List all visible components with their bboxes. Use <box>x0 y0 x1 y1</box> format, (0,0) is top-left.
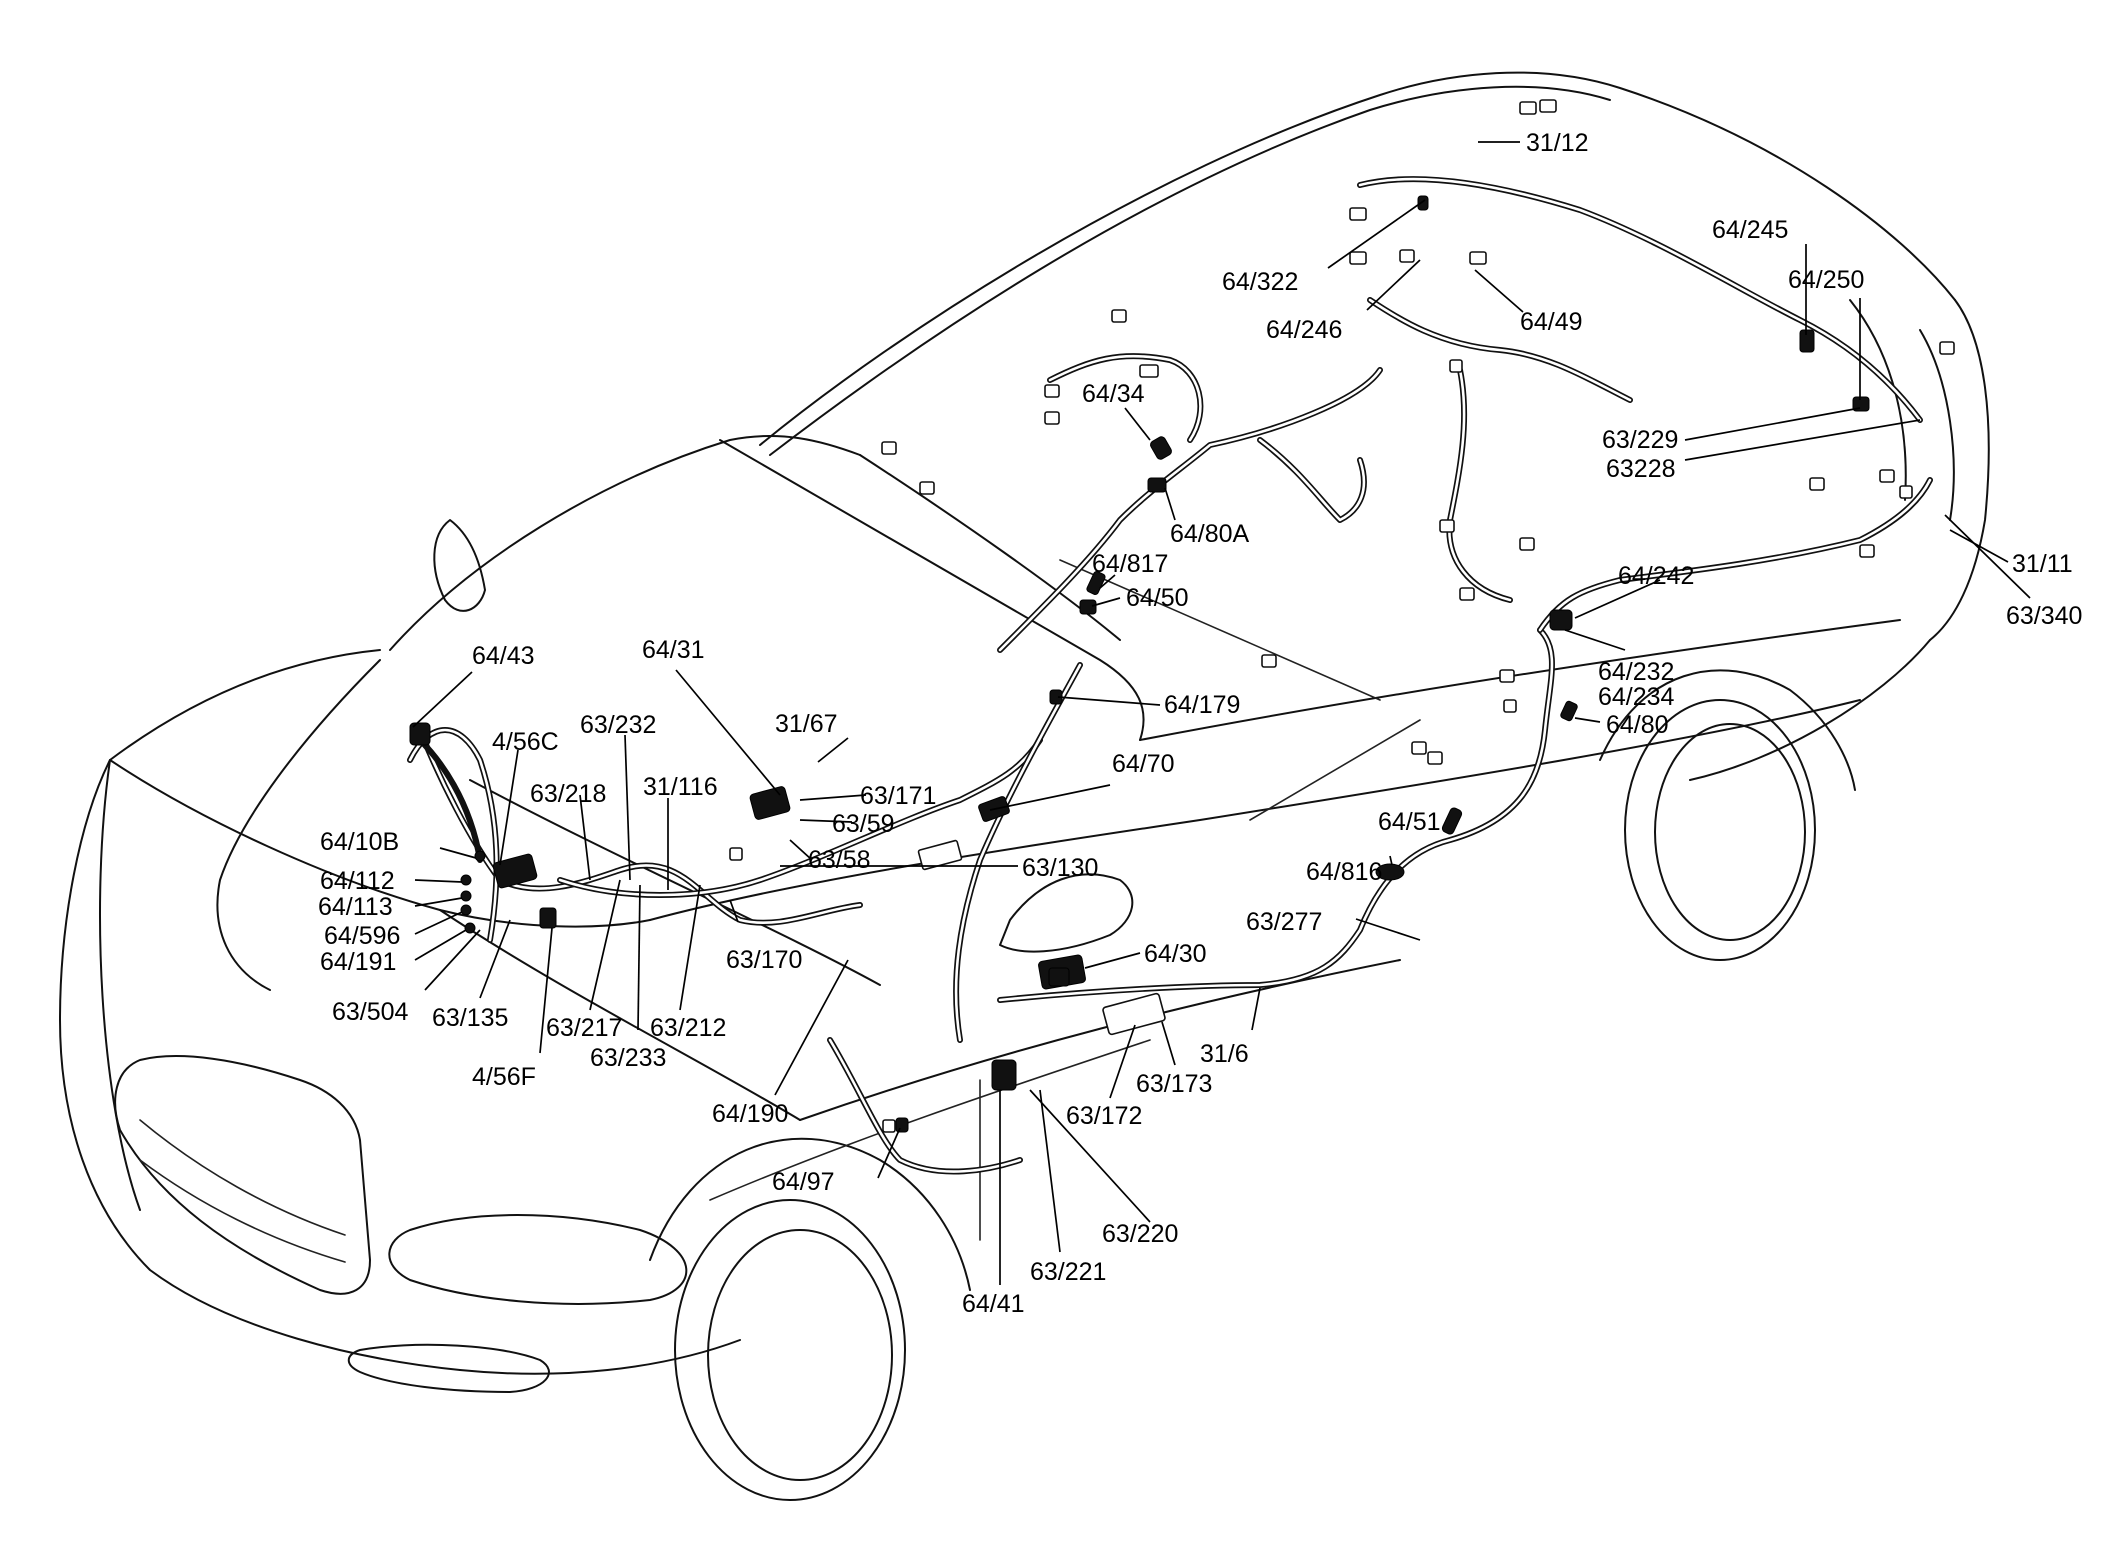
label-64-30: 64/30 <box>1144 940 1207 968</box>
label-63-233: 63/233 <box>590 1044 666 1072</box>
label-64-246: 64/246 <box>1266 316 1342 344</box>
label-63-173: 63/173 <box>1136 1070 1212 1098</box>
label-63-135: 63/135 <box>432 1004 508 1032</box>
label-64-245: 64/245 <box>1712 216 1788 244</box>
label-31-11: 31/11 <box>2012 550 2073 578</box>
label-63-217: 63/217 <box>546 1014 622 1042</box>
label-64-190: 64/190 <box>712 1100 788 1128</box>
label-64-113: 64/113 <box>318 893 393 921</box>
label-64-80a: 64/80A <box>1170 520 1250 548</box>
label-64-232: 64/232 <box>1598 658 1674 686</box>
label-63-172: 63/172 <box>1066 1102 1142 1130</box>
label-64-596: 64/596 <box>324 922 400 950</box>
label-63-59: 63/59 <box>832 810 895 838</box>
label-64-80: 64/80 <box>1606 711 1669 739</box>
label-63-170: 63/170 <box>726 946 802 974</box>
label-64-817: 64/817 <box>1092 550 1168 578</box>
label-63-277: 63/277 <box>1246 908 1322 936</box>
label-31-116: 31/116 <box>643 773 718 801</box>
label-63-229: 63/229 <box>1602 426 1678 454</box>
label-63228: 63228 <box>1606 455 1676 483</box>
label-63-130: 63/130 <box>1022 854 1098 882</box>
label-63-171: 63/171 <box>860 782 936 810</box>
label-63-232: 63/232 <box>580 711 656 739</box>
label-4-56c: 4/56C <box>492 728 559 756</box>
label-63-212: 63/212 <box>650 1014 726 1042</box>
label-64-10b: 64/10B <box>320 828 399 856</box>
label-64-34: 64/34 <box>1082 380 1145 408</box>
label-31-6: 31/6 <box>1200 1040 1249 1068</box>
label-64-43: 64/43 <box>472 642 535 670</box>
label-64-234: 64/234 <box>1598 683 1675 711</box>
label-31-12: 31/12 <box>1526 129 1589 157</box>
label-64-97: 64/97 <box>772 1168 835 1196</box>
label-64-70: 64/70 <box>1112 750 1175 778</box>
label-63-58: 63/58 <box>808 846 871 874</box>
harness-main <box>407 176 1933 1175</box>
component-labels: 31/12 64/245 64/250 64/322 64/246 64/49 … <box>318 129 2082 1318</box>
label-64-242: 64/242 <box>1618 562 1694 590</box>
label-64-816: 64/816 <box>1306 858 1382 886</box>
leader-lines <box>412 141 2031 1285</box>
label-63-220: 63/220 <box>1102 1220 1178 1248</box>
label-63-221: 63/221 <box>1030 1258 1106 1286</box>
label-64-51: 64/51 <box>1378 808 1441 836</box>
label-64-31: 64/31 <box>642 636 705 664</box>
label-64-179: 64/179 <box>1164 691 1240 719</box>
label-4-56f: 4/56F <box>472 1063 536 1091</box>
label-31-67: 31/67 <box>775 710 838 738</box>
label-63-218: 63/218 <box>530 780 606 808</box>
label-64-50: 64/50 <box>1126 584 1189 612</box>
label-63-340: 63/340 <box>2006 602 2082 630</box>
label-64-250: 64/250 <box>1788 266 1864 294</box>
label-64-49: 64/49 <box>1520 308 1583 336</box>
car-body-outline <box>59 71 1990 1501</box>
label-63-504: 63/504 <box>332 998 409 1026</box>
connectors <box>409 99 1955 1133</box>
label-64-112: 64/112 <box>320 867 395 895</box>
label-64-41: 64/41 <box>962 1290 1025 1318</box>
label-64-322: 64/322 <box>1222 268 1298 296</box>
label-64-191: 64/191 <box>320 948 396 976</box>
